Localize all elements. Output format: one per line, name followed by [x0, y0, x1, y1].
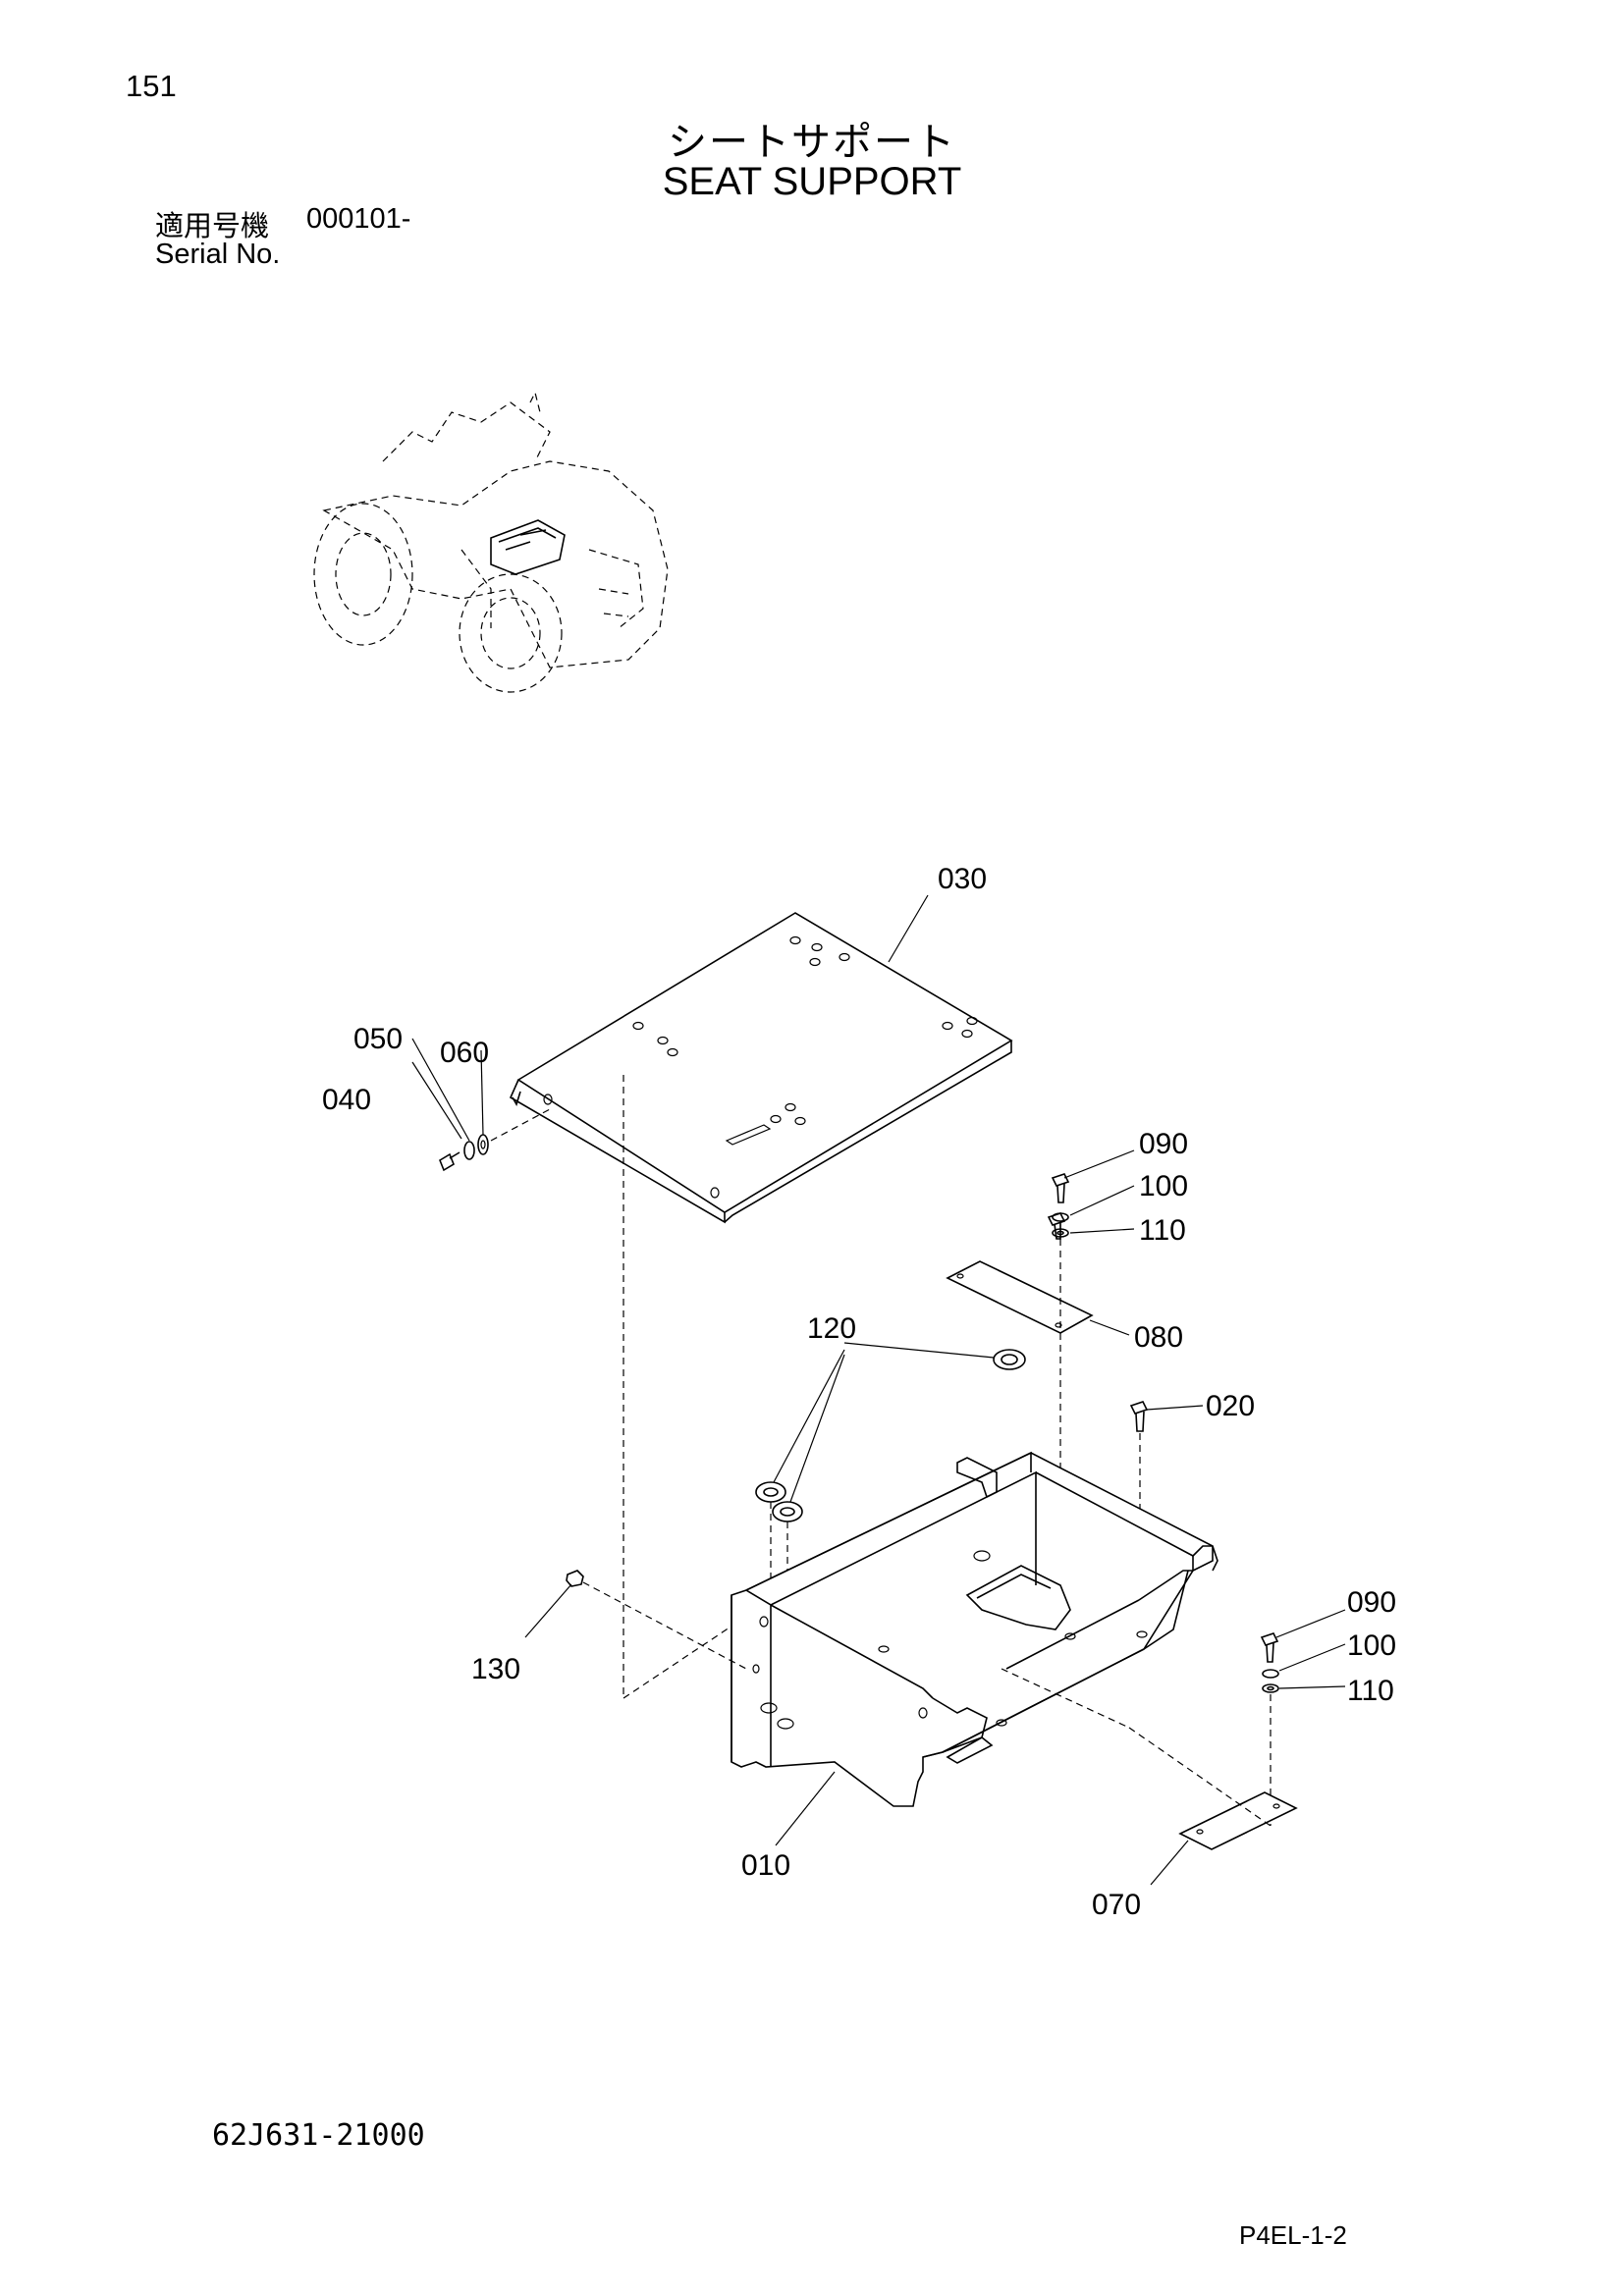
callout-090-upper: 090 — [1139, 1128, 1188, 1160]
applicable-machines-label: 適用号機 — [155, 209, 270, 242]
part-070-plate — [1001, 1668, 1298, 1850]
page-number: 151 — [126, 69, 177, 103]
callout-120: 120 — [807, 1312, 856, 1345]
callout-060: 060 — [440, 1037, 489, 1069]
applicable-serial-range: 000101- — [306, 203, 411, 235]
part-130-nut — [566, 1570, 747, 1670]
callout-050: 050 — [353, 1023, 403, 1055]
part-060-washer — [477, 1134, 489, 1155]
part-090-bolt-lower — [1260, 1632, 1279, 1693]
part-010-seat-base — [731, 1451, 1218, 1807]
callout-labels: 030 050 060 040 090 100 110 080 120 020 … — [322, 863, 1396, 1921]
part-050-washer — [463, 1141, 475, 1160]
part-number: 62J631-21000 — [212, 2118, 425, 2153]
callout-130: 130 — [471, 1653, 520, 1685]
callout-030: 030 — [938, 863, 987, 895]
machine-overview-illustration — [313, 391, 669, 693]
part-080-plate — [946, 1260, 1094, 1334]
callout-100-upper: 100 — [1139, 1170, 1188, 1202]
callout-020: 020 — [1206, 1390, 1255, 1422]
part-040-bolt — [439, 1151, 460, 1172]
title-japanese: シートサポート — [668, 120, 956, 165]
part-030-seat-plate — [509, 912, 1013, 1699]
callout-110-upper: 110 — [1139, 1214, 1186, 1247]
callout-070: 070 — [1092, 1889, 1141, 1921]
callout-040: 040 — [322, 1084, 371, 1116]
page-code: P4EL-1-2 — [1239, 2220, 1347, 2250]
callout-100-lower: 100 — [1347, 1629, 1396, 1662]
callout-090-lower: 090 — [1347, 1586, 1396, 1619]
callout-010: 010 — [741, 1849, 790, 1882]
leader-lines — [411, 894, 1346, 1886]
serial-number-label: Serial No. — [155, 239, 281, 270]
callout-110-lower: 110 — [1347, 1675, 1394, 1707]
callout-080: 080 — [1134, 1321, 1183, 1354]
title-english: SEAT SUPPORT — [662, 160, 962, 203]
